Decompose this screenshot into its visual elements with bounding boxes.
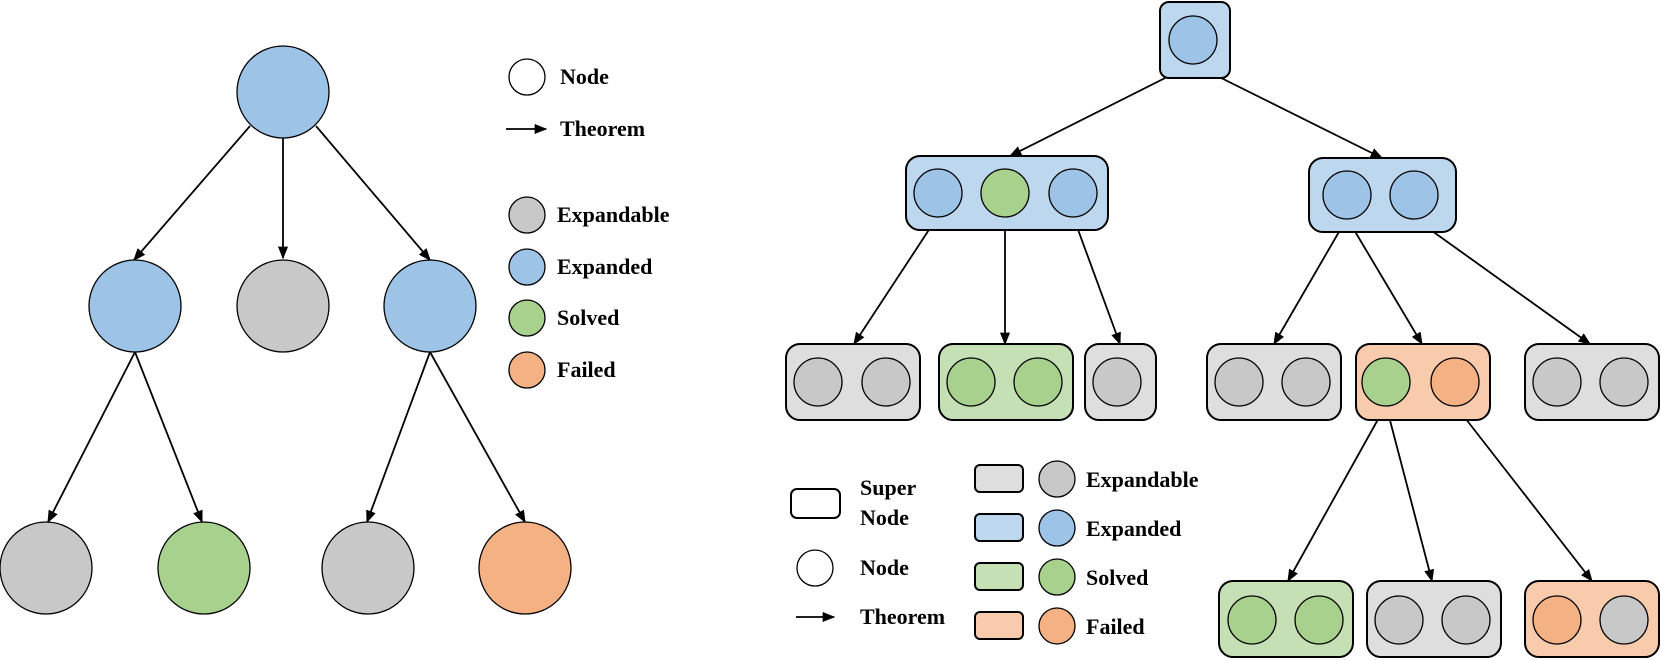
super-node-member — [1214, 357, 1264, 407]
legend-super-node-icon — [790, 488, 841, 519]
super-node-member — [1361, 357, 1411, 407]
legend-failed-label: Failed — [1086, 614, 1145, 639]
super-node-member — [861, 357, 911, 407]
tree-node — [157, 521, 251, 615]
theorem-edge — [853, 215, 939, 346]
super-node-member — [1168, 15, 1218, 65]
legend-node-icon — [796, 549, 834, 587]
theorem-edge — [1273, 217, 1348, 346]
legend-theorem-label: Theorem — [560, 116, 645, 141]
right-legend: Super Node Node Theorem Expandable Expan… — [790, 460, 1199, 645]
super-node-member — [946, 357, 996, 407]
super-node — [1218, 580, 1354, 658]
legend-solved-box-icon — [974, 562, 1024, 591]
super-node-member — [1374, 595, 1424, 645]
legend-failed-label: Failed — [557, 357, 616, 382]
tree-node — [321, 521, 415, 615]
tree-node-root — [236, 45, 330, 139]
legend-expanded-box-icon — [974, 513, 1024, 542]
legend-solved-node-icon — [1038, 558, 1076, 596]
super-node-tree — [785, 1, 1660, 658]
super-node-member — [1281, 357, 1331, 407]
super-node-member — [1048, 168, 1098, 218]
legend-expandable-box-icon — [974, 464, 1024, 493]
super-node — [785, 343, 921, 421]
legend-expandable-label: Expandable — [557, 202, 670, 227]
legend-node-icon — [508, 58, 546, 96]
legend-super-node-label-line1: Super — [860, 475, 916, 500]
legend-expanded-label: Expanded — [1086, 516, 1181, 541]
tree-node — [0, 521, 93, 615]
theorem-edge — [315, 125, 431, 261]
super-node-member — [1322, 170, 1372, 220]
legend-expandable-icon — [508, 196, 546, 234]
tree-node — [236, 259, 330, 353]
super-node — [1308, 157, 1457, 233]
theorem-edges — [47, 125, 526, 524]
legend-failed-box-icon — [974, 611, 1024, 640]
super-node-member — [1389, 170, 1439, 220]
super-node-member — [1013, 357, 1063, 407]
legend-expanded-icon — [508, 248, 546, 286]
legend-solved-label: Solved — [557, 305, 619, 330]
theorem-edge — [1072, 215, 1121, 346]
super-node-member — [1532, 357, 1582, 407]
super-node — [1524, 343, 1660, 421]
legend-node-label: Node — [560, 64, 609, 89]
legend-failed-icon — [508, 351, 546, 389]
super-node-member — [1092, 357, 1142, 407]
theorem-edge — [47, 351, 136, 524]
super-node — [1084, 343, 1157, 421]
legend-super-node-label-line2: Node — [860, 505, 909, 530]
super-node-member — [1294, 595, 1344, 645]
theorem-edge — [1008, 63, 1194, 157]
theorem-edge — [366, 351, 431, 524]
super-node — [1355, 343, 1491, 421]
super-node-member — [793, 357, 843, 407]
super-node — [938, 343, 1074, 421]
theorem-edge — [1413, 217, 1592, 345]
theorem-edge — [1385, 404, 1435, 583]
super-node-member — [980, 168, 1030, 218]
super-node-member — [1430, 357, 1480, 407]
super-node — [1366, 580, 1502, 658]
super-node-member — [913, 168, 963, 218]
legend-failed-node-icon — [1038, 607, 1076, 645]
legend-theorem-label: Theorem — [860, 604, 945, 629]
legend-node-label: Node — [860, 555, 909, 580]
super-node — [905, 155, 1109, 231]
theorem-edge — [1346, 217, 1423, 346]
theorem-edge — [1454, 404, 1593, 582]
legend-expandable-node-icon — [1038, 460, 1076, 498]
super-theorem-edges — [853, 63, 1593, 583]
super-node-member — [1227, 595, 1277, 645]
super-node-member — [1441, 595, 1491, 645]
legend-expanded-node-icon — [1038, 509, 1076, 547]
legend-solved-label: Solved — [1086, 565, 1148, 590]
super-node — [1524, 580, 1660, 658]
left-legend: Node Theorem Expandable Expanded Solved … — [506, 58, 670, 389]
node-tree — [0, 45, 572, 615]
legend-solved-icon — [508, 299, 546, 337]
super-node-member — [1599, 595, 1649, 645]
theorem-edge — [429, 351, 526, 524]
super-node-member — [1599, 357, 1649, 407]
legend-expandable-label: Expandable — [1086, 467, 1199, 492]
tree-node — [383, 259, 477, 353]
theorem-edge — [134, 351, 203, 524]
tree-node — [88, 259, 182, 353]
theorem-edge — [1192, 63, 1384, 159]
theorem-edge — [133, 125, 251, 261]
super-node-member — [1532, 595, 1582, 645]
legend-expanded-label: Expanded — [557, 254, 652, 279]
super-node-root — [1159, 1, 1231, 79]
super-node — [1206, 343, 1342, 421]
theorem-edge — [1287, 404, 1387, 583]
tree-node — [478, 521, 572, 615]
